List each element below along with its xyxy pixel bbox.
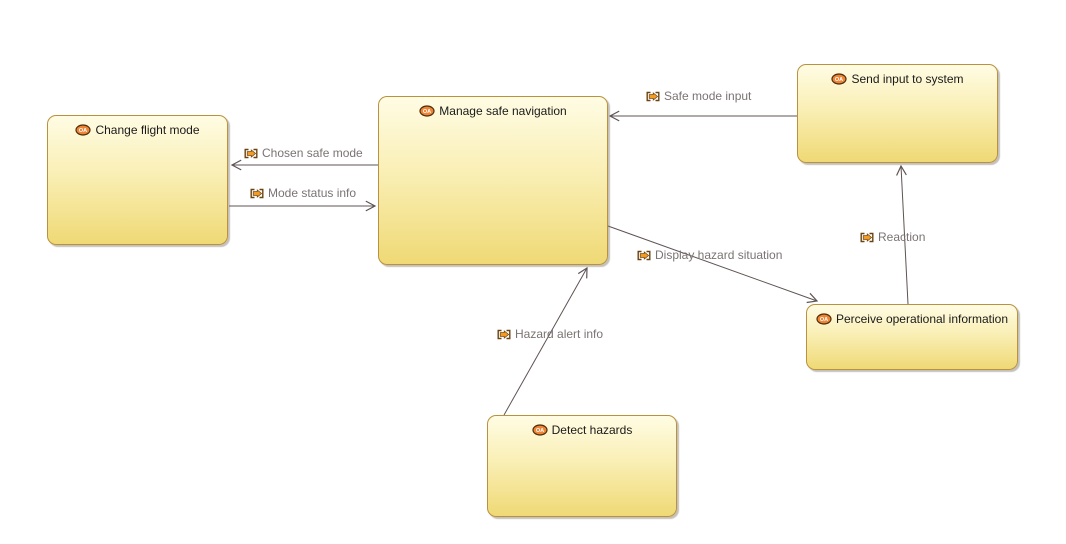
oa-activity-icon: OA bbox=[816, 313, 832, 325]
oa-activity-icon: OA bbox=[75, 124, 92, 136]
exchange-icon bbox=[637, 250, 651, 261]
oa-activity-icon: OA bbox=[831, 73, 848, 85]
edge-label-text: Chosen safe mode bbox=[262, 146, 363, 160]
exchange-icon bbox=[860, 232, 874, 243]
oa-activity-icon: OA bbox=[419, 105, 435, 117]
exchange-icon bbox=[497, 329, 511, 340]
edge-label-chosen-safe-mode[interactable]: Chosen safe mode bbox=[244, 146, 363, 160]
node-perceive-operational-information[interactable]: OA Perceive operational information bbox=[806, 304, 1018, 370]
node-send-input-to-system[interactable]: OA Send input to system bbox=[797, 64, 998, 163]
node-title: OA Manage safe navigation bbox=[419, 104, 567, 118]
node-label: Change flight mode bbox=[95, 123, 200, 137]
exchange-icon bbox=[646, 91, 660, 102]
edge-label-text: Display hazard situation bbox=[655, 248, 783, 262]
svg-text:OA: OA bbox=[820, 317, 828, 323]
edge-label-text: Safe mode input bbox=[664, 89, 752, 103]
edge-display-hazard-situation[interactable] bbox=[607, 225, 819, 304]
edge-reaction[interactable] bbox=[896, 164, 909, 305]
node-title: OA Change flight mode bbox=[75, 123, 200, 137]
edge-label-text: Mode status info bbox=[268, 186, 357, 200]
edge-hazard-alert-info[interactable] bbox=[503, 266, 588, 416]
node-title: OA Perceive operational information bbox=[816, 312, 1008, 326]
exchange-icon bbox=[250, 188, 264, 199]
node-detect-hazards[interactable]: OA Detect hazards bbox=[487, 415, 677, 517]
node-label: Perceive operational information bbox=[835, 312, 1009, 326]
node-change-flight-mode[interactable]: OA Change flight mode bbox=[47, 115, 228, 245]
exchange-icon bbox=[244, 148, 258, 159]
node-manage-safe-navigation[interactable]: OA Manage safe navigation bbox=[378, 96, 608, 265]
svg-text:OA: OA bbox=[536, 428, 544, 434]
node-title: OA Send input to system bbox=[831, 72, 964, 86]
svg-text:OA: OA bbox=[423, 109, 431, 115]
edge-label-hazard-alert-info[interactable]: Hazard alert info bbox=[497, 327, 603, 341]
node-title: OA Detect hazards bbox=[532, 423, 633, 437]
edge-label-display-hazard-situation[interactable]: Display hazard situation bbox=[637, 248, 782, 262]
svg-text:OA: OA bbox=[835, 77, 843, 83]
edge-label-text: Reaction bbox=[878, 230, 926, 244]
node-label: Send input to system bbox=[851, 72, 964, 86]
node-label: Manage safe navigation bbox=[439, 104, 567, 118]
edge-label-safe-mode-input[interactable]: Safe mode input bbox=[646, 89, 751, 103]
svg-text:OA: OA bbox=[79, 128, 87, 134]
oa-activity-icon: OA bbox=[532, 424, 548, 436]
edge-label-text: Hazard alert info bbox=[515, 327, 604, 341]
edge-label-mode-status-info[interactable]: Mode status info bbox=[250, 186, 356, 200]
node-label: Detect hazards bbox=[551, 423, 633, 437]
edge-label-reaction[interactable]: Reaction bbox=[860, 230, 925, 244]
